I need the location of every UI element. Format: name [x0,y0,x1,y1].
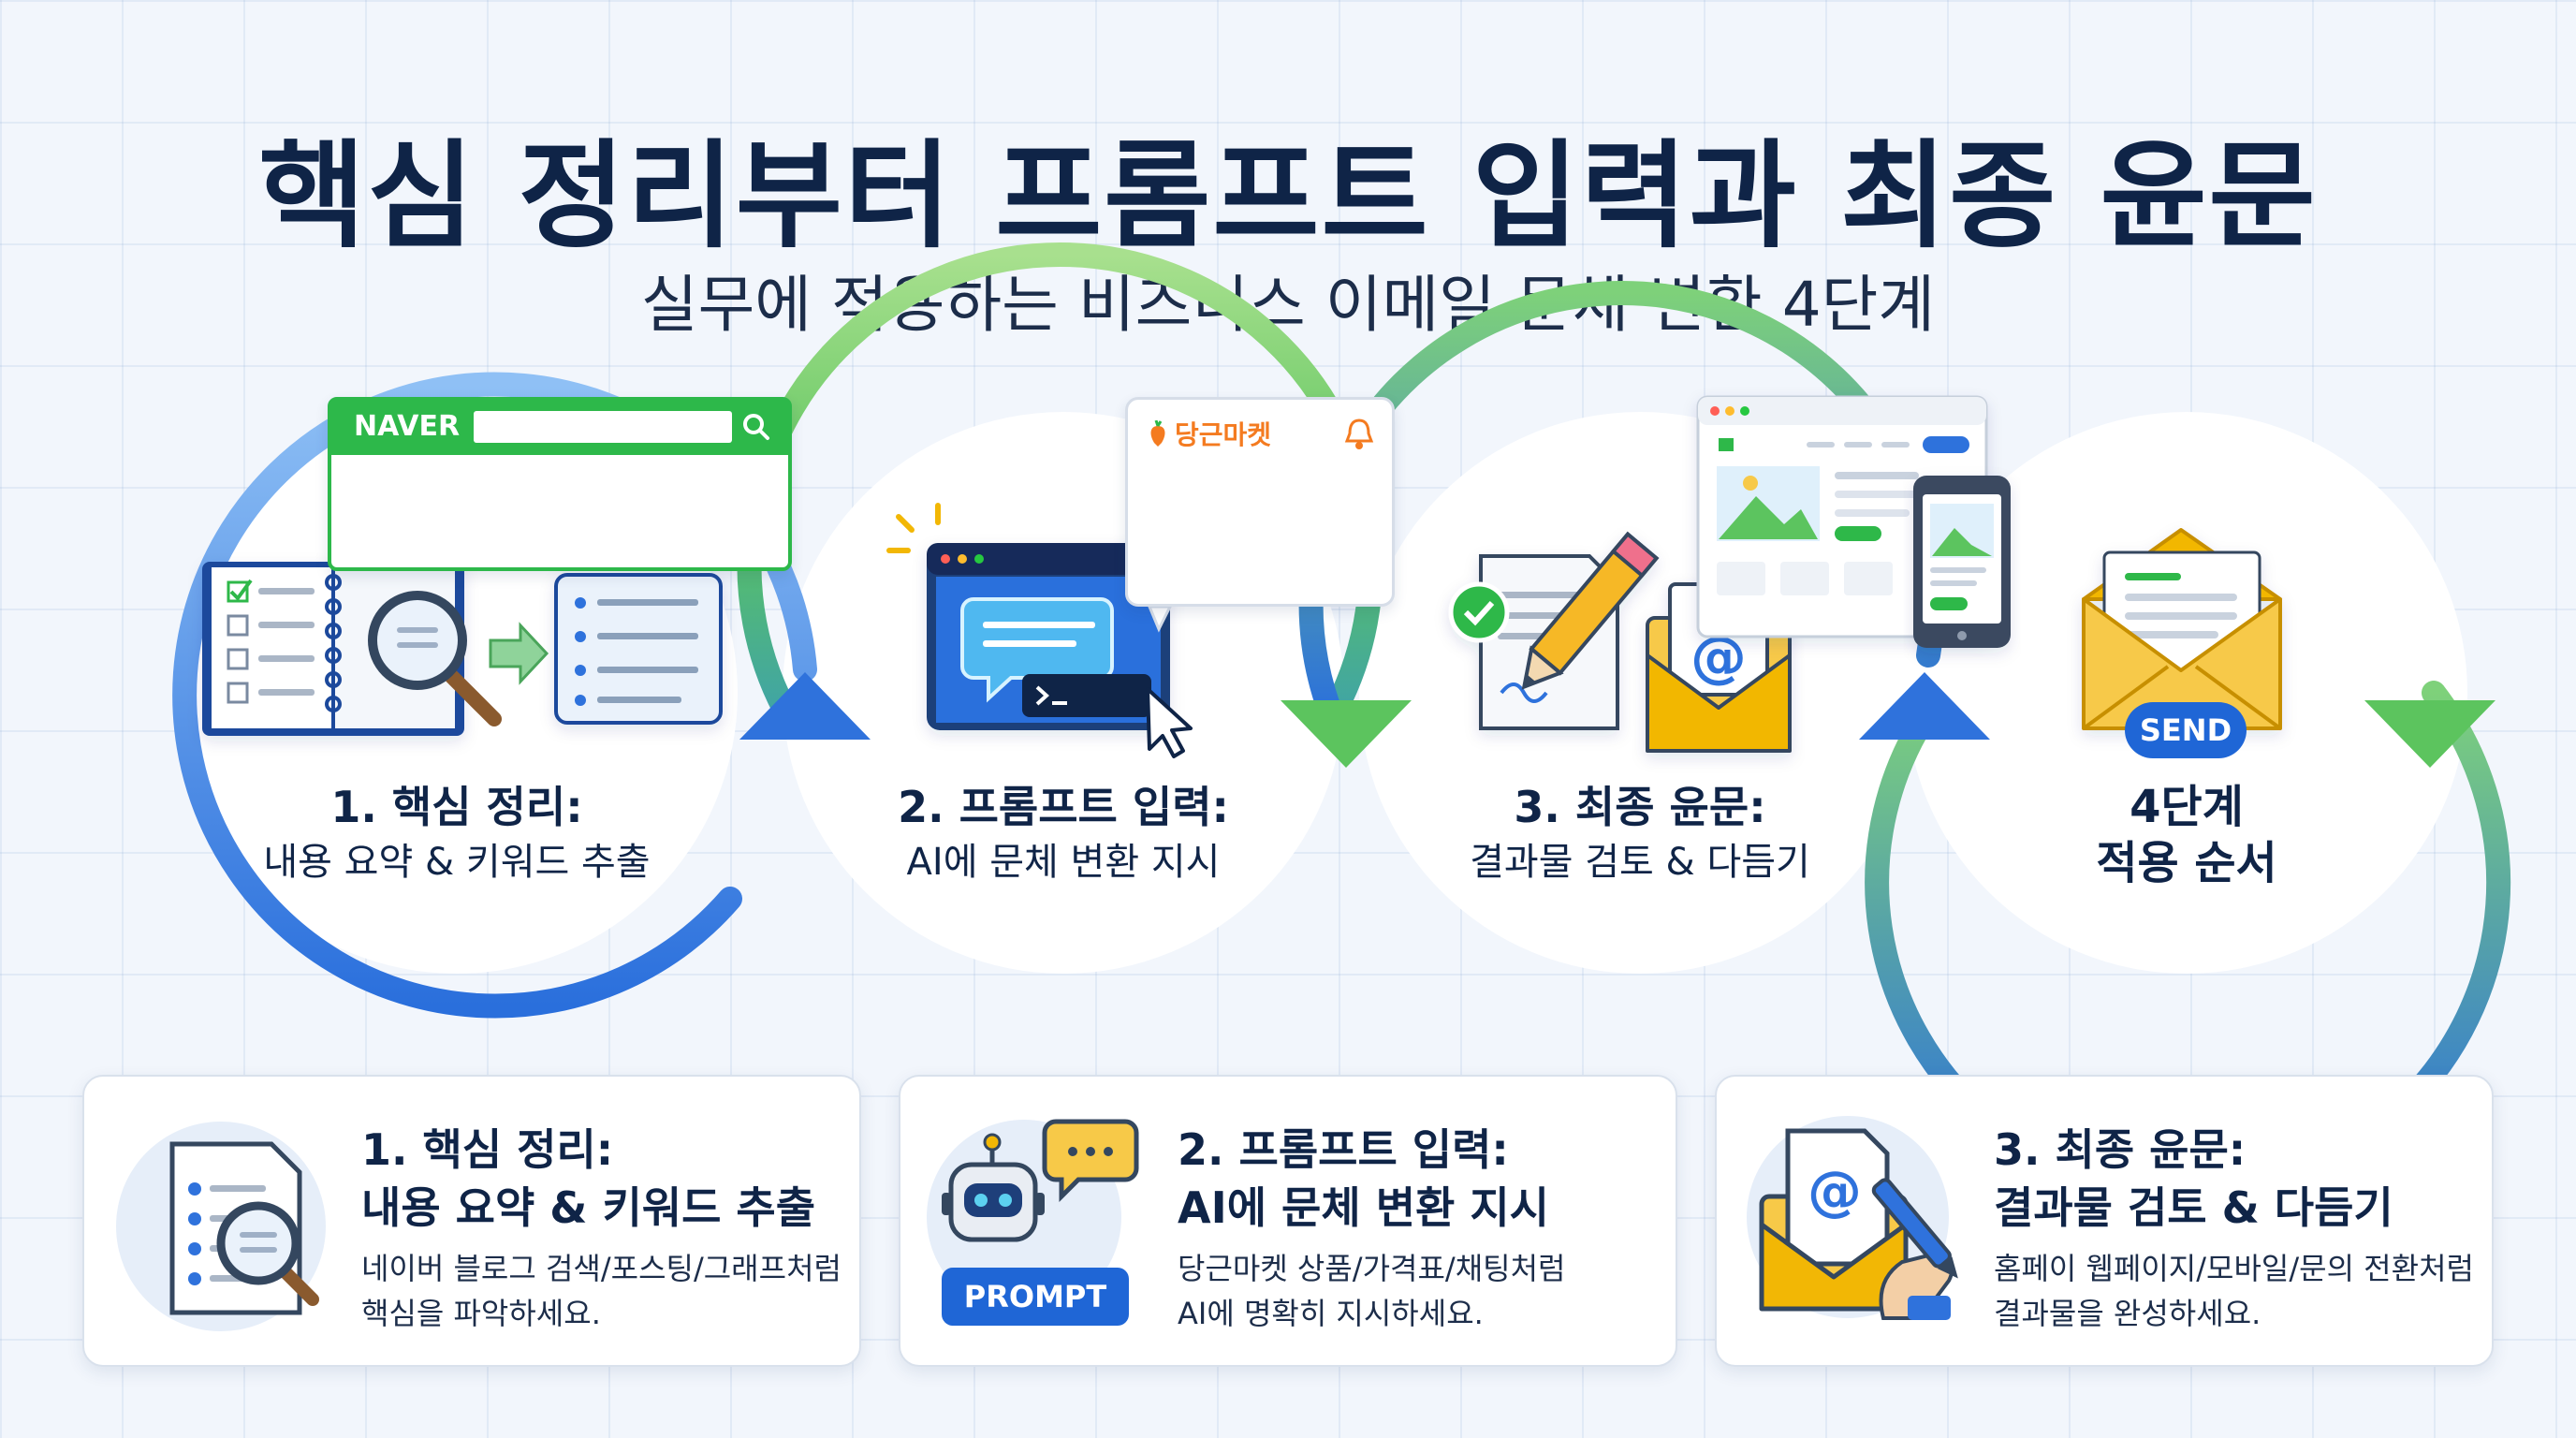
arrow-down-2 [1281,700,1412,768]
card-3-icon: @ [1743,1112,1977,1337]
daangn-panel: 당근마켓 [1125,397,1395,607]
card-2-desc-line2: AI에 명확히 지시하세요. [1178,1296,1484,1331]
envelope-send-icon [2082,528,2282,730]
naver-logo: NAVER [354,410,461,443]
arrow-up-1 [739,672,871,740]
document-pen-icon [1448,531,1660,730]
step-2-label: 2. 프롬프트 입력: AI에 문체 변환 지시 [801,779,1325,889]
spark-lines [886,503,941,553]
card-3-subtitle: 결과물 검토 & 다듬기 [1994,1182,2393,1233]
card-2-desc-line1: 당근마켓 상품/가격표/채팅처럼 [1178,1251,1566,1286]
naver-search-input [474,411,732,443]
card-1-desc-line2: 핵심을 파악하세요. [361,1296,601,1331]
step-3-label: 3. 최종 윤문: 결과물 검토 & 다듬기 [1378,779,1902,889]
hand-pen-icon [1871,1178,1958,1320]
svg-text:@: @ [1808,1159,1862,1223]
step-1-sub: 내용 요약 & 키워드 추출 [263,841,651,884]
terminal-icon [1022,674,1151,717]
chat-bubble-icon [1042,1119,1139,1203]
card-step-2: PROMPT 2. 프롬프트 입력: AI에 문체 변환 지시 당근마켓 상품/… [899,1075,1677,1367]
naver-search-panel: NAVER [328,397,792,571]
magnifier-icon [216,1201,319,1306]
step-2-heading: 2. 프롬프트 입력: [898,782,1229,832]
step-4-sub: 적용 순서 [2096,837,2277,889]
card-3-desc-line1: 홈페이 웹페이지/모바일/문의 전환처럼 [1994,1251,2474,1286]
step-3-heading: 3. 최종 윤문: [1514,782,1766,832]
card-1-icon [110,1112,344,1337]
step-3-sub: 결과물 검토 & 다듬기 [1470,841,1810,884]
phone-icon [1913,476,2011,648]
cursor-icon [1146,687,1193,758]
step-4-label: 4단계 적용 순서 [1925,779,2449,891]
card-1-desc-line1: 네이버 블로그 검색/포스팅/그래프처럼 [361,1251,842,1286]
prompt-badge: PROMPT [942,1268,1129,1326]
step-1-heading: 1. 핵심 정리: [330,782,583,832]
card-step-3: @ 3. 최종 윤문: 결과물 검토 & 다듬기 홈페이 웹페이지/모바일/문의… [1715,1075,2494,1367]
list-doc-icon [554,573,723,725]
robot-icon [942,1133,1045,1242]
step-4-heading: 4단계 [2130,781,2244,833]
card-3-title: 3. 최종 윤문: [1994,1124,2247,1175]
step-1-label: 1. 핵심 정리: 내용 요약 & 키워드 추출 [195,779,719,889]
page-title: 핵심 정리부터 프롬프트 입력과 최종 윤문 [258,129,2318,264]
card-step-1: 1. 핵심 정리: 내용 요약 & 키워드 추출 네이버 블로그 검색/포스팅/… [82,1075,861,1367]
arrow-up-3 [1859,672,1990,740]
chat-bubble-icon [960,597,1114,703]
search-icon [739,410,773,444]
magnifier-icon [368,591,502,726]
card-2-title: 2. 프롬프트 입력: [1178,1124,1509,1175]
send-badge: SEND [2125,702,2247,758]
card-2-subtitle: AI에 문체 변환 지시 [1178,1182,1549,1233]
arrow-right-icon [489,622,549,685]
card-3-desc-line2: 결과물을 완성하세요. [1994,1296,2261,1331]
carrot-icon [1147,419,1169,450]
card-2-icon: PROMPT [927,1112,1161,1337]
card-1-subtitle: 내용 요약 & 키워드 추출 [361,1182,816,1233]
bell-icon [1343,417,1375,454]
daangn-logo: 당근마켓 [1175,419,1272,450]
step-2-sub: AI에 문체 변환 지시 [906,841,1221,884]
arrow-down-4 [2364,700,2496,768]
card-1-title: 1. 핵심 정리: [361,1124,614,1175]
